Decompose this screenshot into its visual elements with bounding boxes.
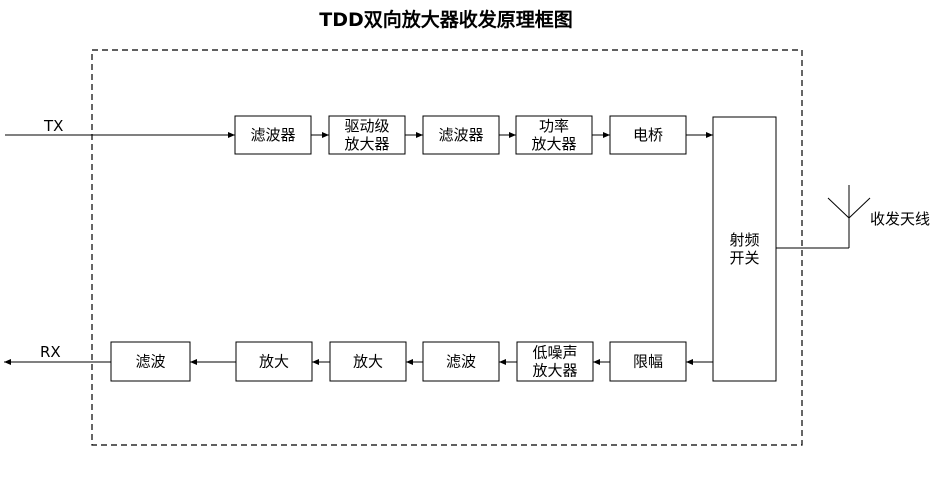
tx-block-4: 功率放大器 [515,115,593,155]
block-label-line: 滤波器 [250,126,295,144]
rf-switch-box: 射频开关 [712,116,777,382]
rx-block-5-label: 放大 [259,353,289,371]
tx-block-2: 驱动级放大器 [328,115,406,155]
rx-block-4: 放大 [329,341,407,382]
rx-chain: 限幅 低噪声放大器 滤波 放大 放大 滤波 [110,341,713,382]
diagram-title: TDD双向放大器收发原理框图 [319,8,573,31]
block-label-line: 开关 [729,249,759,267]
block-label-line: 射频 [729,231,759,249]
rx-block-1: 限幅 [609,341,687,382]
tx-block-5: 电桥 [609,115,687,155]
tx-block-4-label: 功率放大器 [531,117,576,153]
rx-block-6: 滤波 [110,341,191,382]
tx-block-5-label: 电桥 [633,126,663,144]
block-label-line: 低噪声 [532,344,577,362]
rx-block-1-label: 限幅 [633,353,663,371]
rx-block-2: 低噪声放大器 [516,341,594,382]
antenna-icon [827,185,871,248]
tx-block-2-label: 驱动级放大器 [344,117,389,153]
rx-block-4-label: 放大 [353,353,383,371]
block-label-line: 放大 [353,353,383,371]
rf-switch-label: 射频开关 [729,231,759,267]
block-label-line: 放大器 [531,135,576,153]
block-label-line: 驱动级 [344,117,389,135]
rx-block-2-label: 低噪声放大器 [532,344,577,380]
tx-block-1-label: 滤波器 [250,126,295,144]
amplifier-enclosure [91,49,803,446]
block-label-line: 限幅 [633,353,663,371]
block-label-line: 放大器 [532,362,577,380]
rx-label: RX [40,343,61,361]
block-label-line: 滤波器 [438,126,483,144]
block-label-line: 电桥 [633,126,663,144]
block-label-line: 滤波 [135,353,165,371]
tx-block-3-label: 滤波器 [438,126,483,144]
block-label-line: 放大器 [344,135,389,153]
tx-chain: 滤波器驱动级放大器滤波器功率放大器电桥 [234,115,713,155]
block-label-line: 滤波 [446,353,476,371]
tx-label: TX [43,117,63,135]
rx-block-3-label: 滤波 [446,353,476,371]
tx-block-3: 滤波器 [422,115,500,155]
block-label-line: 放大 [259,353,289,371]
antenna-label: 收发天线 [870,210,930,228]
tx-block-1: 滤波器 [234,115,312,155]
rx-block-6-label: 滤波 [135,353,165,371]
rx-block-3: 滤波 [422,341,500,382]
block-label-line: 功率 [539,117,569,135]
rx-block-5: 放大 [235,341,313,382]
